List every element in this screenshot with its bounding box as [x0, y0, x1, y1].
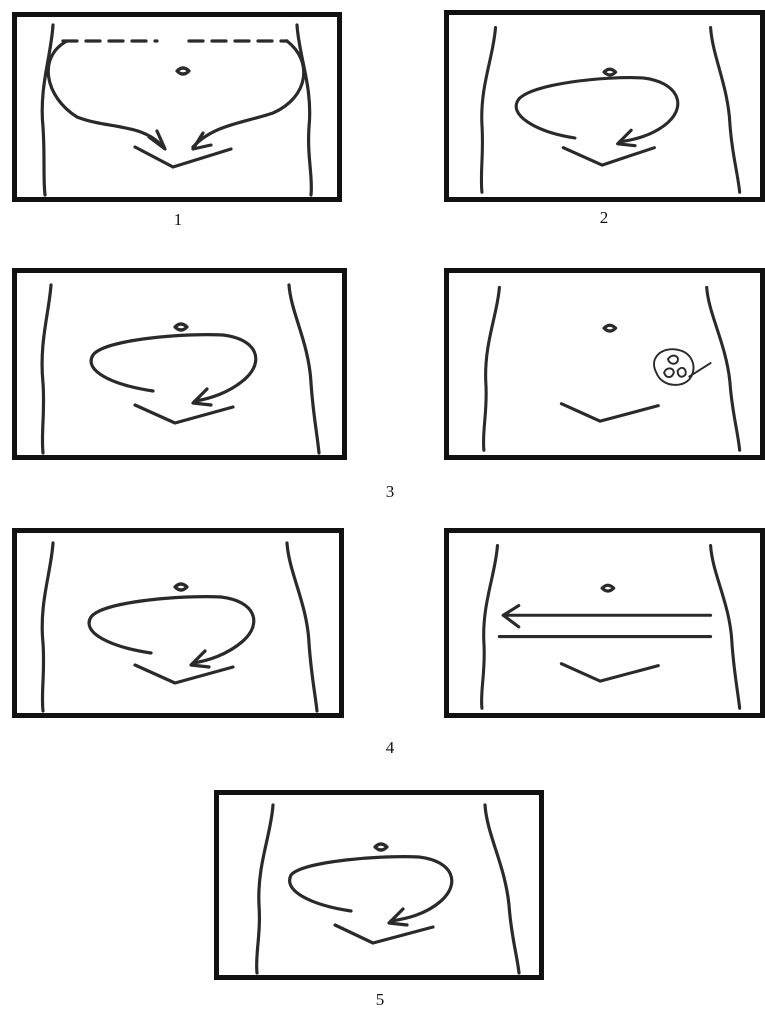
groin-line	[135, 665, 233, 683]
abdomen-large-circle-diagram	[17, 17, 337, 197]
right-torso-outline	[707, 287, 740, 450]
navel	[604, 325, 616, 331]
left-torso-outline	[482, 545, 498, 708]
figure-label-5: 5	[376, 990, 385, 1010]
left-arc-arrow	[48, 41, 163, 147]
abdomen-circle-diagram	[17, 273, 342, 455]
left-torso-outline	[42, 285, 51, 453]
fist-icon	[654, 349, 711, 385]
figure-label-1: 1	[174, 210, 183, 230]
right-torso-outline	[485, 805, 519, 973]
navel	[175, 584, 187, 590]
left-torso-outline	[483, 287, 499, 450]
panel-step-4a-circular-massage	[12, 528, 344, 718]
abdomen-circle-diagram	[17, 533, 339, 713]
right-torso-outline	[287, 543, 317, 711]
abdomen-horizontal-stroke-diagram	[449, 533, 760, 713]
right-torso-outline	[711, 28, 740, 193]
figure-label-2: 2	[600, 208, 609, 228]
right-torso-outline	[289, 285, 319, 453]
left-torso-outline	[42, 543, 53, 711]
left-torso-outline	[257, 805, 273, 973]
figure-label-3: 3	[386, 482, 395, 502]
left-torso-outline	[481, 28, 495, 193]
groin-line	[135, 147, 231, 167]
panel-step-1-large-circular-massage	[12, 12, 342, 202]
groin-line	[335, 925, 433, 943]
right-arc-arrow	[193, 41, 304, 147]
figure-label-4: 4	[386, 738, 395, 758]
navel	[177, 68, 189, 74]
circle-arrow	[516, 78, 678, 142]
right-torso-outline	[297, 25, 311, 195]
navel	[602, 585, 614, 591]
left-torso-outline	[42, 25, 53, 195]
circle-arrow	[91, 335, 256, 401]
abdomen-kneading-diagram	[449, 273, 760, 455]
right-torso-outline	[711, 545, 740, 708]
panel-step-3a-circular-massage	[12, 268, 347, 460]
groin-line	[563, 148, 654, 165]
navel	[604, 69, 616, 75]
panel-step-2-medium-circular-massage	[444, 10, 765, 202]
abdomen-medium-circle-diagram	[449, 15, 760, 197]
groin-line	[561, 404, 658, 421]
circle-arrow	[89, 597, 254, 663]
navel	[175, 324, 187, 330]
panel-step-4b-horizontal-stroke	[444, 528, 765, 718]
abdomen-circle-diagram	[219, 795, 539, 975]
navel	[375, 844, 387, 850]
groin-line	[135, 405, 233, 423]
groin-line	[561, 664, 658, 681]
panel-step-5-circular-massage	[214, 790, 544, 980]
circle-arrow	[290, 857, 452, 921]
panel-step-3b-kneading	[444, 268, 765, 460]
